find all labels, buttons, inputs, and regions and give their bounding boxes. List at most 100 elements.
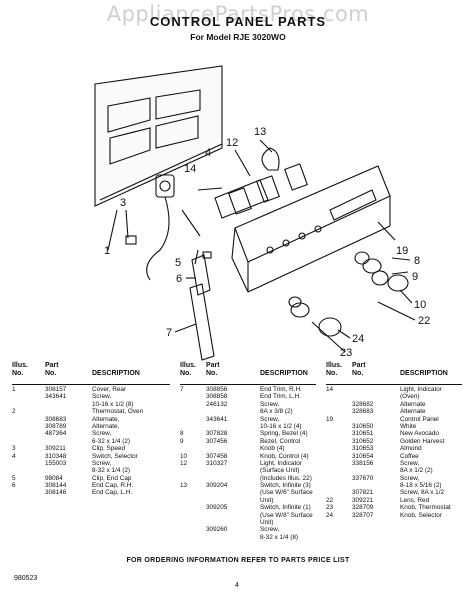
header-description: DESCRIPTION [260,370,308,377]
part-description: Light, Indicator [400,386,442,393]
part-description: (Surface Unit) [260,467,300,475]
part-description: 10-16 x 1/2 (8) [92,400,134,408]
table-row: 10-16 x 1/2 (4) [180,423,320,430]
table-row: (Includes Illus. 22) [180,475,320,482]
part-number: 337670 [352,474,374,482]
header-description: DESCRIPTION [92,370,140,377]
table-row: 8-32 x 1/4 (2) [12,467,174,474]
illus-number: 10 [180,452,188,460]
part-description: 6-32 x 1/4 (2) [92,437,131,445]
illus-number: 23 [326,504,334,512]
callout-6: 6 [176,273,182,285]
page-number: 4 [235,582,239,589]
part-number: 308146 [45,489,67,497]
table-row: 309260 Screw, [180,526,320,533]
header-no: No. [12,370,24,377]
table-row: (Surface Unit) [180,467,320,474]
part-description: End Cap, L.H. [92,489,133,497]
part-number: 328682 [352,400,374,408]
header-description: DESCRIPTION [400,370,448,377]
table-row: Knob (4) [180,445,320,452]
part-description: Almond [400,445,422,453]
part-number: 310651 [352,430,374,438]
header-partno: No. [206,370,218,377]
part-description: Screw, [92,430,112,438]
table-row: (Use W/6" Surface [180,489,320,496]
illus-number: 7 [180,386,184,393]
thermostat-knob-part [318,317,342,337]
part-number: 308856 [206,386,228,393]
rear-cover-part [94,65,223,207]
callout-10: 10 [414,299,426,311]
part-description: End Cap, R.H. [92,482,134,490]
part-description: End Trim, R.H. [260,386,302,393]
table-row: Unit) [180,497,320,504]
illus-number: 6 [12,482,16,490]
end-cap-part [191,254,211,296]
part-number: 307458 [206,452,228,460]
callout-23: 23 [340,347,352,359]
watermark-text: AppliancePartsPros.com [106,2,370,26]
table-row: 8-32 x 1/4 (8) [180,534,320,541]
part-description: Screw, [260,526,280,534]
illus-number: 9 [180,437,184,445]
table-row: 8A x 3/8 (2) [180,408,320,415]
part-number: 310653 [352,445,374,453]
table-row: 7 308856 End Trim, R.H. [180,386,320,393]
callout-7: 7 [166,327,172,339]
part-description: Lens, Red [400,496,430,504]
document-number: 980523 [14,575,38,582]
part-description: Screw, [92,393,112,401]
header-illus: Illus. [12,362,28,369]
part-description: Golden Harvest [400,437,445,445]
part-description: Coffee [400,452,419,460]
part-description: 8-32 x 1/4 (8) [260,533,299,541]
control-knob-part [387,274,409,292]
part-description: (Use W/8" Surface [260,511,313,519]
header-no: No. [180,370,192,377]
page-title: CONTROL PANEL PARTS [149,14,327,29]
part-number: 309260 [206,526,228,534]
infinite-switch-part [228,187,252,215]
part-number: 308157 [45,386,67,393]
part-number: 328707 [352,511,374,519]
illus-number: 12 [180,459,188,467]
header-part: Part [352,362,366,369]
part-description: End Trim, L.H. [260,393,301,401]
part-number: 328709 [352,504,374,512]
part-number: 310327 [206,459,228,467]
part-description: New Avocado [400,430,439,438]
header-part: Part [206,362,220,369]
part-number: 308683 [45,415,67,423]
part-number: 343641 [206,415,228,423]
header-illus: Illus. [180,362,196,369]
part-description: (Includes Illus. 22) [260,474,312,482]
part-description: (Use W/6" Surface [260,489,313,497]
part-description: 10-16 x 1/2 (4) [260,422,302,430]
part-number: 338156 [352,459,374,467]
part-description: (Oven) [400,393,420,401]
part-description: Screw, [400,459,420,467]
part-number: 307456 [206,437,228,445]
table-row: 10-16 x 1/2 (8) [12,401,174,408]
part-number: 309221 [352,496,374,504]
callout-1: 1 [104,245,110,257]
part-description: Screw, [92,459,112,467]
callout-12: 12 [226,137,238,149]
